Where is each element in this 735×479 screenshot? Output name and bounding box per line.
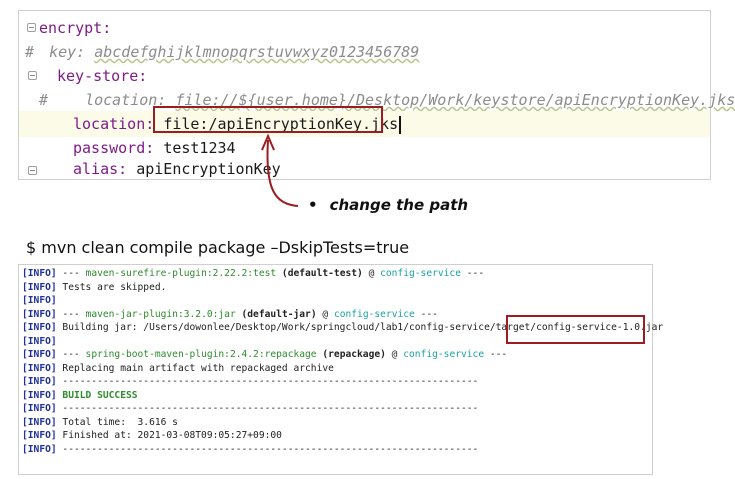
jar-filename: /config-service-1.0.jar xyxy=(530,322,664,333)
yaml-key: password: xyxy=(73,139,155,157)
yaml-key: location: xyxy=(73,115,155,133)
terminal-line: [INFO] ---------------------------------… xyxy=(22,403,479,414)
terminal-line: [INFO] BUILD SUCCESS xyxy=(22,389,138,401)
editor-line-3: key-store: xyxy=(19,63,710,89)
maven-command: $ mvn clean compile package –DskipTests=… xyxy=(26,238,410,257)
terminal-line: [INFO] Tests are skipped. xyxy=(22,281,167,293)
comment-key: location: xyxy=(85,91,176,109)
note-text: change the path xyxy=(329,196,469,214)
yaml-value[interactable]: apiEncryptionKey xyxy=(136,160,281,178)
terminal-line: [INFO] --- spring-boot-maven-plugin:2.4.… xyxy=(22,349,508,360)
comment-marker: # xyxy=(39,91,49,109)
yaml-key: alias: xyxy=(73,160,128,178)
comment-key: key: xyxy=(49,43,95,61)
yaml-value[interactable]: file:/apiEncryptionKey.jks xyxy=(163,115,399,133)
editor-line-2: # key: abcdefghijklmnopqrstuvwxyz0123456… xyxy=(19,39,710,65)
change-path-note: • change the path xyxy=(308,196,468,214)
terminal-line: [INFO] Building jar: /Users/dowonlee/Des… xyxy=(22,322,664,333)
fold-icon[interactable] xyxy=(27,23,36,32)
terminal-line: [INFO] --- maven-surefire-plugin:2.22.2:… xyxy=(22,268,485,279)
terminal-line: [INFO] xyxy=(22,295,57,306)
editor-line-5: location: file:/apiEncryptionKey.jks xyxy=(19,111,710,137)
editor-line-1: encrypt: xyxy=(19,15,710,41)
editor-line-4: # location: file://${user.home}/Desktop/… xyxy=(19,87,735,113)
terminal-line: [INFO] ---------------------------------… xyxy=(22,443,479,455)
terminal-output[interactable]: [INFO] --- maven-surefire-plugin:2.22.2:… xyxy=(18,264,663,475)
editor-line-6: password: test1234 xyxy=(19,135,710,161)
editor-line-7: alias: apiEncryptionKey xyxy=(19,156,710,182)
terminal-line: [INFO] Finished at: 2021-03-08T09:05:27+… xyxy=(22,430,282,441)
yaml-editor[interactable]: encrypt: # key: abcdefghijklmnopqrstuvwx… xyxy=(18,10,735,182)
text-caret xyxy=(399,115,402,134)
yaml-value[interactable]: test1234 xyxy=(163,139,236,157)
path-highlight-box xyxy=(153,106,383,133)
build-success-text: BUILD SUCCESS xyxy=(56,389,138,401)
terminal-line: [INFO] ---------------------------------… xyxy=(22,376,479,387)
comment-value: file://${user.home}/Desktop/Work/keystor… xyxy=(175,91,735,109)
terminal-line: [INFO] xyxy=(22,335,57,347)
yaml-key: key-store: xyxy=(57,67,148,85)
bullet-icon: • xyxy=(308,196,318,214)
jar-highlight-box xyxy=(506,315,645,344)
yaml-key: encrypt: xyxy=(39,19,112,37)
terminal-line: [INFO] --- maven-jar-plugin:3.2.0:jar (d… xyxy=(22,308,438,320)
comment-marker: # xyxy=(25,43,35,61)
fold-icon[interactable] xyxy=(28,71,37,80)
comment-value: abcdefghijklmnopqrstuvwxyz0123456789 xyxy=(94,43,420,61)
fold-icon[interactable] xyxy=(28,166,37,175)
terminal-line: [INFO] Total time: 3.616 s xyxy=(22,416,178,428)
terminal-line: [INFO] Replacing main artifact with repa… xyxy=(22,362,334,374)
